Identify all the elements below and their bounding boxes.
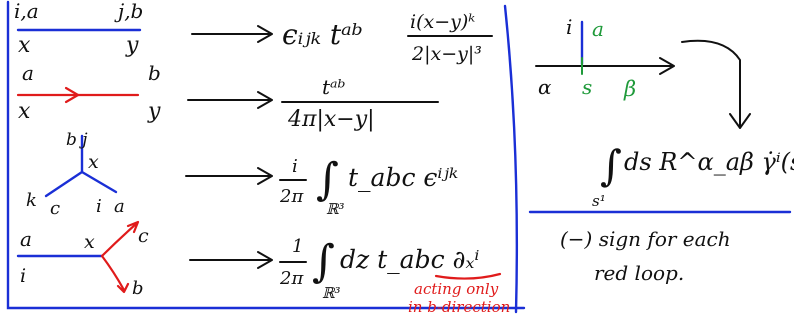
side-panel-integral-sign: ∫: [600, 141, 622, 190]
rule-4-prefactor-denominator: 2π: [279, 268, 304, 289]
rule-2-left-bottom-label: x: [18, 99, 31, 124]
rule-3-vertex-label: x: [88, 151, 99, 173]
side-panel-left-label: α: [538, 75, 552, 99]
side-panel: i a α s β ∫ s¹ ds R^α_aβ γ̇ⁱ(s) (−) sign…: [535, 15, 794, 285]
rule-3-prefactor-denominator: 2π: [279, 186, 304, 207]
side-panel-path-arrow: [535, 57, 675, 75]
rule-4-left-bottom-label: i: [20, 265, 26, 287]
side-panel-right-label: β: [623, 77, 636, 101]
rule-3-arrow: [185, 167, 273, 185]
rule-4-arrow: [189, 251, 273, 269]
rule-1-formula-main: ϵᵢⱼₖ tᵃᵇ: [282, 18, 363, 51]
rule-4-gauge-up: [100, 220, 140, 258]
rule-1-left-top-label: i,a: [14, 0, 39, 23]
rule-4-down-end-label: b: [132, 278, 144, 299]
rule-3-right-inner-label: i: [96, 196, 102, 217]
rule-3-integral-sign: ∫: [316, 154, 339, 205]
side-panel-formula-body: ds R^α_aβ γ̇ⁱ(s): [624, 148, 794, 176]
rule-4-vertex-label: x: [84, 231, 95, 253]
rule-3-left-label: k: [26, 190, 37, 211]
side-panel-middle-label: s: [582, 75, 592, 99]
rule-3-right-label: a: [114, 196, 125, 217]
side-panel-integral-lower: s¹: [592, 192, 606, 210]
side-panel-top-label: i: [566, 15, 572, 39]
rule-4-note-line-2: in b-direction: [408, 298, 510, 316]
rule-3-left-inner-label: c: [50, 198, 60, 219]
rule-2-right-top-label: b: [148, 61, 161, 85]
rule-4-integral-sign: ∫: [312, 236, 335, 287]
rule-2-direction-arrow: [64, 86, 80, 104]
rule-4-formula-body: dz t_abc ∂ₓⁱ: [340, 245, 479, 274]
rule-4-prefactor-numerator: 1: [292, 236, 303, 257]
rule-4-up-end-label: c: [138, 225, 149, 247]
rule-2-arrow: [187, 91, 273, 109]
rule-3-top-label: b j: [66, 130, 88, 150]
rule-1-left-bottom-label: x: [18, 33, 31, 58]
rule-4-note-line-1: acting only: [414, 280, 499, 298]
side-panel-divider: [503, 4, 519, 314]
rule-2-formula-denominator: 4π|x−y|: [287, 107, 375, 132]
rule-3-integral-domain: ℝ³: [326, 200, 344, 218]
rule-3-formula-body: t_abc ϵⁱʲᵏ: [348, 163, 458, 192]
rule-4-note-underline: [434, 272, 502, 280]
rule-1: i,a j,b x y ϵᵢⱼₖ tᵃᵇ i(x−y)ᵏ 2|x−y|³: [14, 0, 493, 65]
side-panel-top-right-label: a: [592, 17, 604, 41]
rule-4: a i x c b 1 2π ∫ ℝ³ dz t_abc ∂ₓⁱ acting …: [16, 220, 510, 316]
rule-1-formula-numerator: i(x−y)ᵏ: [410, 11, 475, 33]
side-panel-curved-arrow: [681, 39, 751, 129]
rule-2-left-top-label: a: [22, 61, 34, 85]
rule-1-formula-denominator: 2|x−y|³: [411, 43, 482, 65]
rule-2-right-bottom-label: y: [147, 99, 161, 124]
rule-4-integral-domain: ℝ³: [322, 284, 340, 302]
rule-2: a b x y tᵃᵇ 4π|x−y|: [16, 61, 439, 132]
rule-3-prefactor-numerator: i: [292, 156, 298, 177]
rule-1-right-bottom-label: y: [125, 33, 139, 58]
rule-1-arrow: [191, 25, 273, 43]
rule-4-left-top-label: a: [20, 227, 32, 251]
rule-1-right-top-label: j,b: [114, 0, 143, 23]
frame-left-bottom-line: [6, 0, 526, 310]
side-panel-caption-line-1: (−) sign for each: [560, 227, 731, 251]
rule-3-vertex-lines: [44, 134, 118, 198]
rule-3: b j x k c i a i 2π ∫ ℝ³ t_abc ϵⁱʲᵏ: [26, 130, 458, 219]
side-panel-caption-line-2: red loop.: [594, 261, 684, 285]
rule-2-formula-numerator: tᵃᵇ: [322, 75, 346, 99]
rule-4-gauge-down: [100, 254, 130, 294]
